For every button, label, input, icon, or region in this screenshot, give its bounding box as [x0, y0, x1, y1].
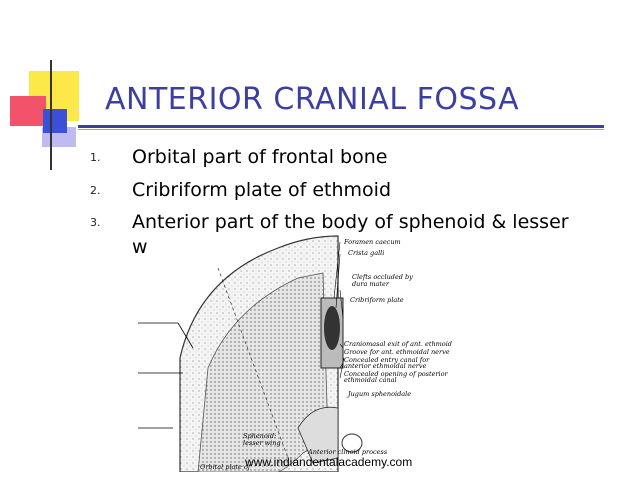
label-groove: Groove for ant. ethmoidal nerve	[344, 348, 450, 356]
label-sphenoid: Sphenoid:	[243, 432, 276, 440]
decor-red-square	[10, 96, 46, 126]
label-craniomasal: Craniomasal exit of ant. ethmoid	[344, 340, 452, 348]
pointer-line	[177, 322, 194, 349]
pointer-line	[339, 289, 344, 319]
pointer-line	[339, 343, 344, 349]
pointer-line	[339, 357, 345, 379]
title-underline	[78, 125, 604, 128]
list-text-continuation: w	[132, 236, 148, 258]
label-foramen-caecum: Foramen caecum	[343, 238, 401, 246]
list-text: Anterior part of the body of sphenoid & …	[132, 211, 569, 233]
pointer-line	[333, 241, 341, 299]
title-underline-thin	[78, 129, 604, 130]
suture-line	[217, 267, 289, 459]
pointer-line	[339, 362, 344, 369]
label-orbital-plate: Orbital plate of	[200, 463, 252, 471]
list-text: Cribriform plate of ethmoid	[132, 179, 392, 201]
crista-galli	[324, 306, 340, 350]
label-concealed-opening: Concealed opening of posterior	[344, 370, 449, 378]
label-crista-galli: Crista galli	[348, 249, 384, 257]
footer-credit: www.indiandentalacademy.com	[245, 455, 413, 469]
list-number: 1.	[90, 151, 101, 164]
list-number: 2.	[90, 184, 101, 197]
label-concealed-entry-2: anterior ethmoidal nerve	[344, 362, 427, 370]
orbital-plate-region	[197, 272, 329, 472]
label-clefts-2: dura mater	[352, 280, 390, 288]
pointer-line	[335, 253, 341, 309]
list-text: Orbital part of frontal bone	[132, 146, 388, 168]
decor-blue-square	[43, 109, 67, 133]
sphenoid-body	[297, 406, 339, 464]
label-concealed-opening-2: ethmoidal canal	[344, 376, 397, 384]
label-jugum: Jugum sphenoidale	[346, 390, 411, 398]
label-clefts: Clefts occluded by	[352, 273, 413, 281]
label-concealed-entry: Concealed entry canal for	[344, 356, 430, 364]
label-anterior-clinoid: Anterior clinoid process	[307, 448, 388, 456]
label-sphenoid-2: lesser wing	[243, 439, 281, 447]
slide-title: ANTERIOR CRANIAL FOSSA	[105, 82, 520, 117]
anatomy-diagram: Foramen caecum Crista galli Clefts occlu…	[138, 235, 452, 472]
list-number: 3.	[90, 216, 101, 229]
decor-vertical-line	[50, 60, 52, 170]
clinoid-process	[341, 433, 363, 453]
label-cribriform: Cribriform plate	[350, 296, 404, 304]
